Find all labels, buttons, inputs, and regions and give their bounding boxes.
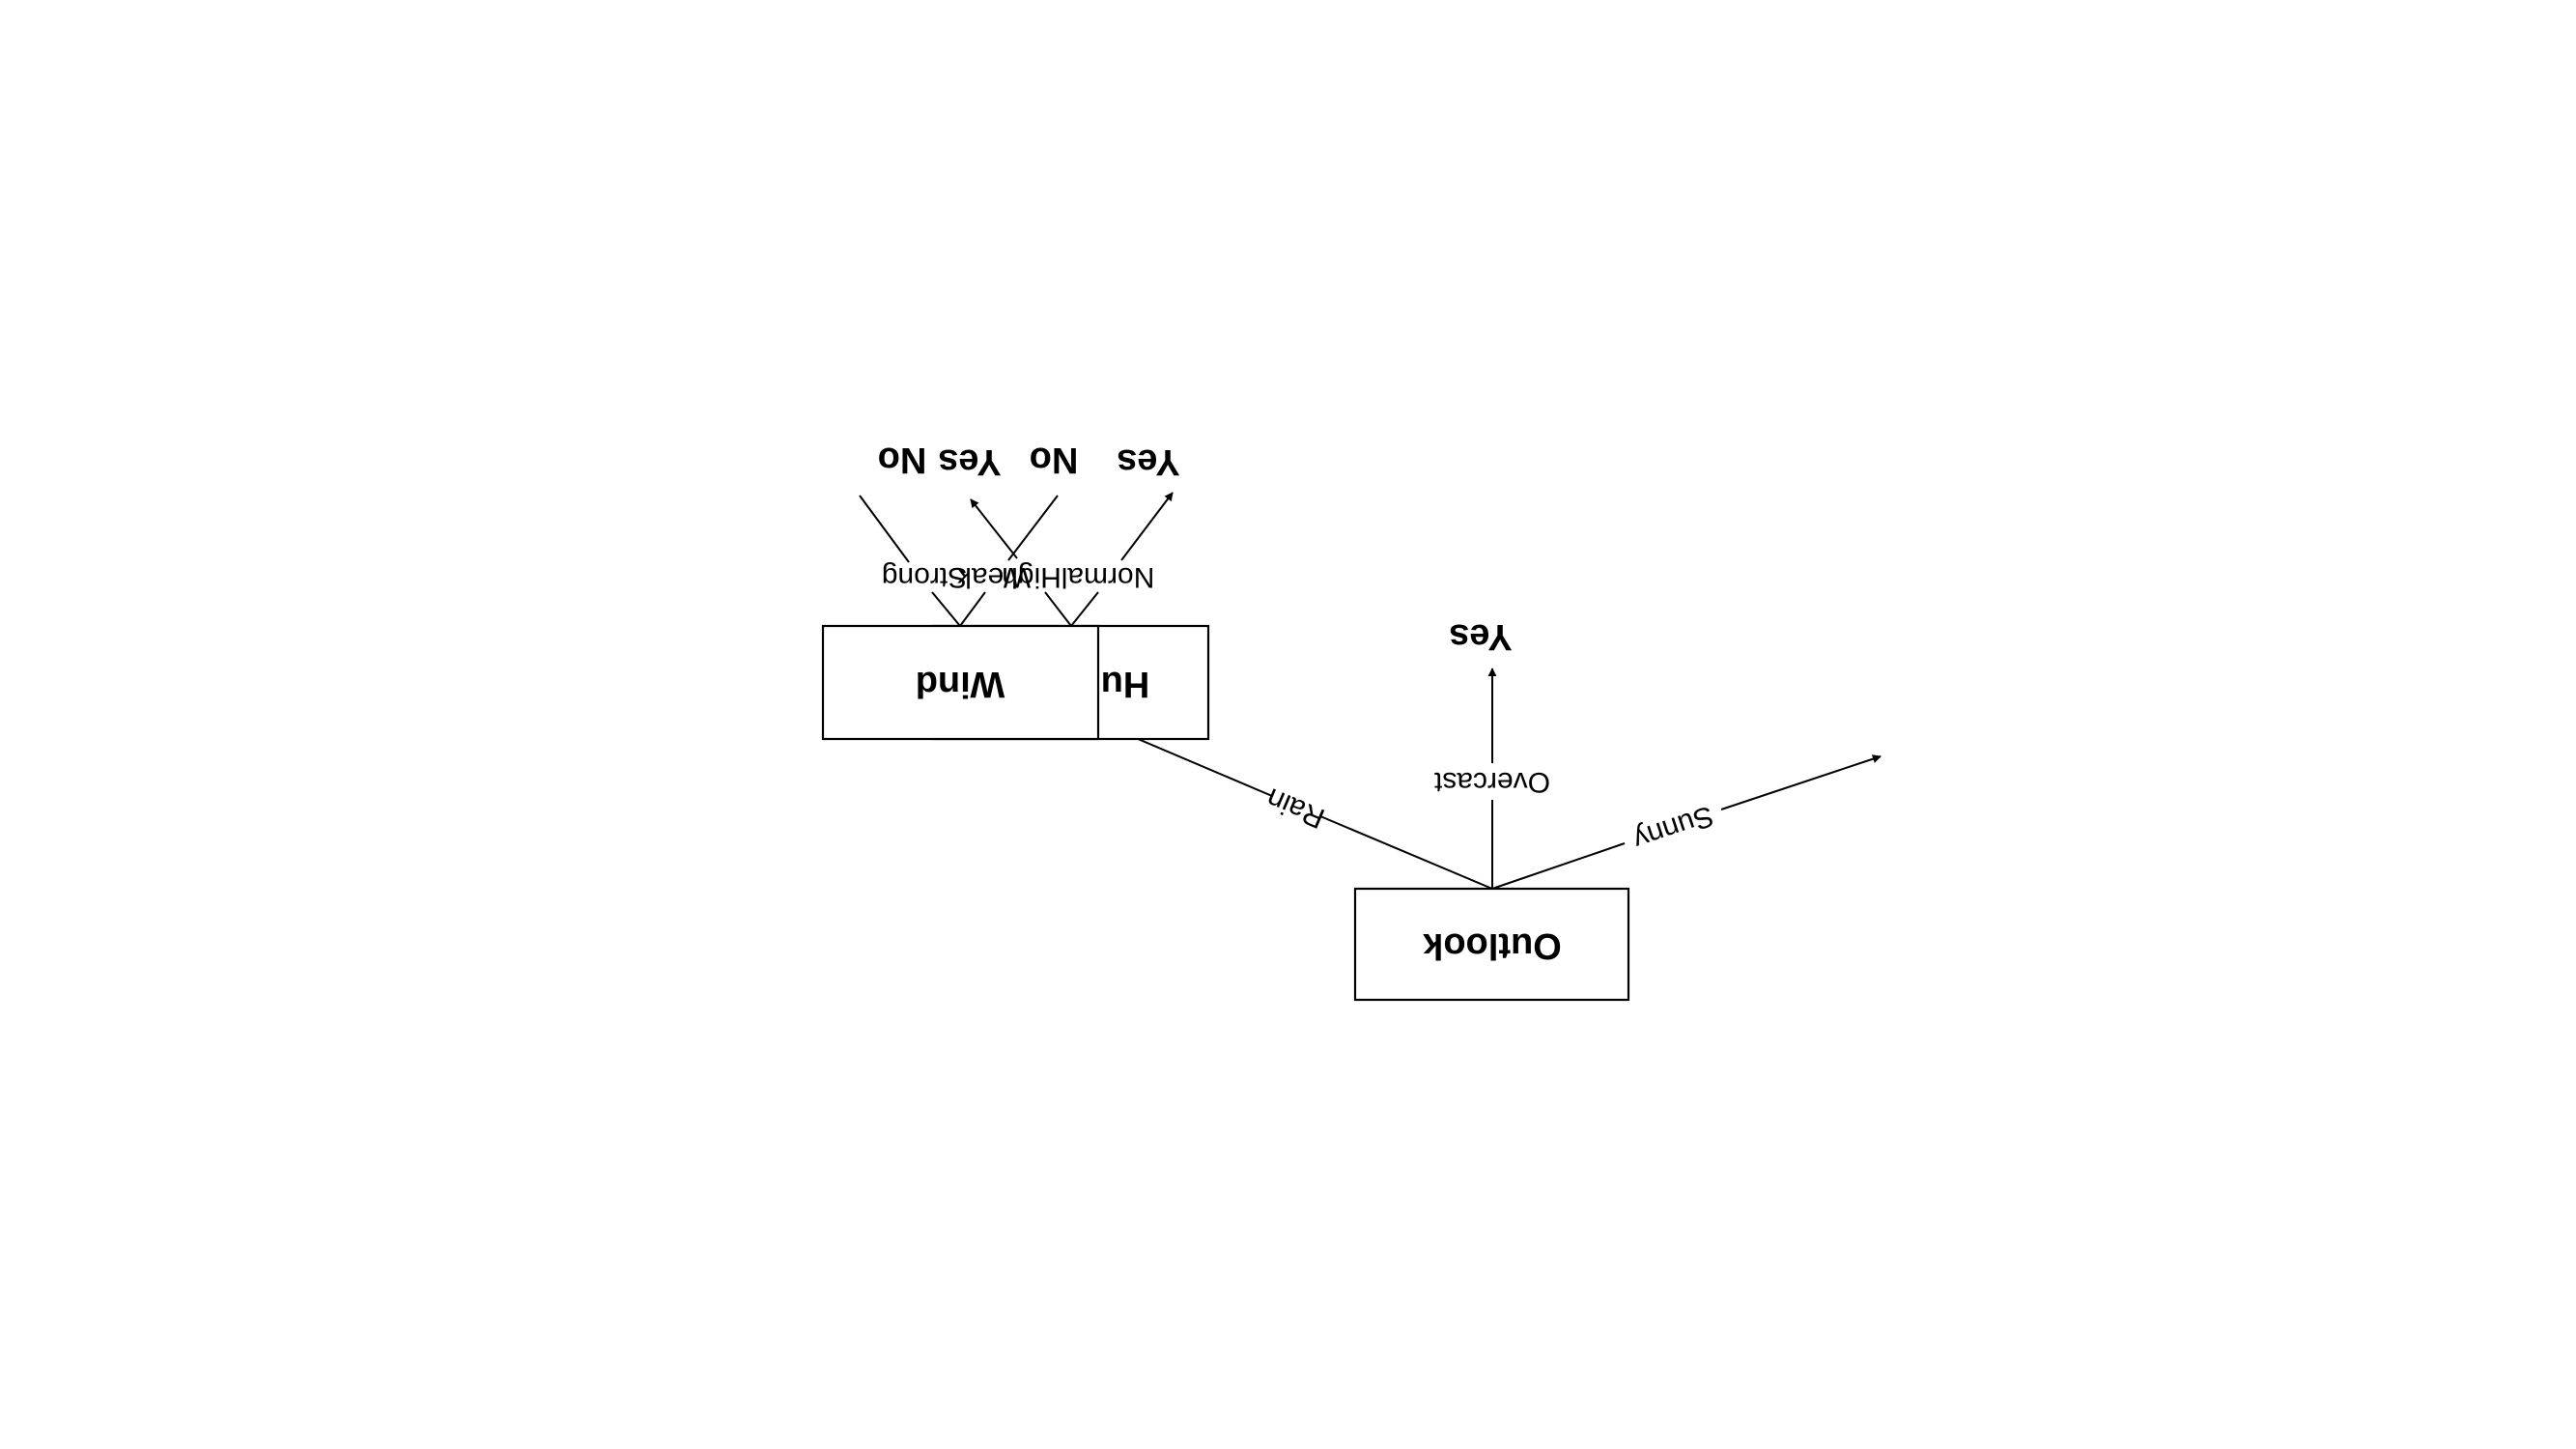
diagram-rotated-group: Outlook Sunny Overcast Rain Humidity Hig… [821,440,1882,1002]
edge-label-sunny: Sunny [1629,799,1717,855]
edge-label-strong: Strong [882,561,967,593]
leaf-no-strong: No [878,440,927,480]
edge-strong: Strong [859,495,967,627]
edge-normal: Normal [1062,492,1174,627]
leaf-no-high: No [1030,440,1079,480]
edge-rain: Rain [1110,726,1493,890]
wind-node-label: Wind [916,664,1005,704]
outlook-node-label: Outlook [1422,925,1561,966]
leaf-yes-overcast: Yes [1449,616,1513,657]
outlook-node-box [1353,887,1630,1002]
edge-label-high: High [1002,561,1062,593]
leaf-yes-weak: Yes [938,441,1002,482]
edge-weak: Weak [956,495,1059,627]
edge-overcast: Overcast [1433,668,1550,889]
edge-label-overcast: Overcast [1433,766,1550,798]
leaf-yes-normal: Yes [1117,441,1180,482]
edge-label-weak: Weak [956,561,1031,593]
edge-label-normal: Normal [1062,561,1155,593]
edge-high: High [970,498,1072,627]
edge-label-rain: Rain [1262,781,1330,834]
